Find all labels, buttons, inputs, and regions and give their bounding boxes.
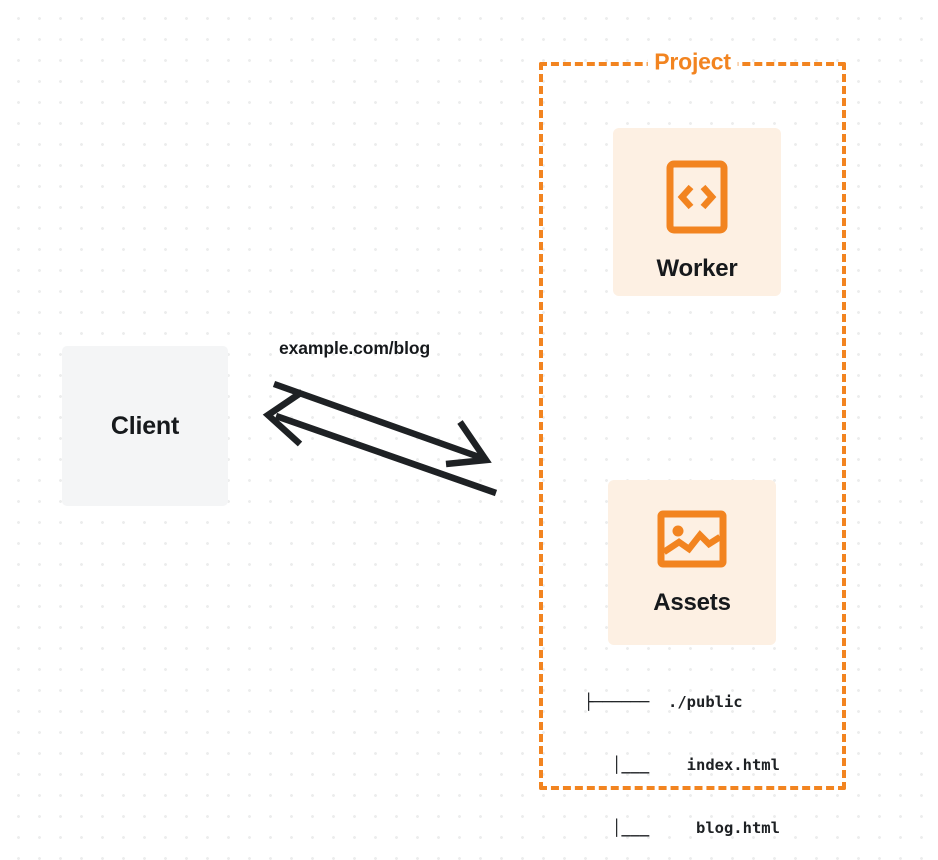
response-arrow: [262, 389, 498, 497]
request-arrow: [272, 380, 492, 468]
image-picture-icon: [657, 510, 727, 573]
project-title: Project: [647, 48, 738, 76]
file-tree-row-blog: │___ blog.html: [584, 819, 780, 837]
assets-node[interactable]: Assets: [608, 480, 776, 645]
assets-file-tree: ├────── ./public │___ index.html │___ bl…: [584, 650, 780, 860]
code-brackets-icon: [666, 160, 728, 239]
file-tree-row-index: │___ index.html: [584, 756, 780, 774]
client-label: Client: [110, 411, 180, 440]
assets-label: Assets: [653, 589, 731, 616]
connection-arrows: [262, 380, 498, 497]
client-node[interactable]: Client: [62, 346, 228, 506]
worker-label: Worker: [656, 255, 738, 282]
project-container: Project: [539, 48, 846, 790]
worker-node[interactable]: Worker: [613, 128, 781, 296]
file-tree-row-root: ├────── ./public: [584, 693, 743, 711]
edge-label-url: example.com/blog: [279, 338, 431, 358]
